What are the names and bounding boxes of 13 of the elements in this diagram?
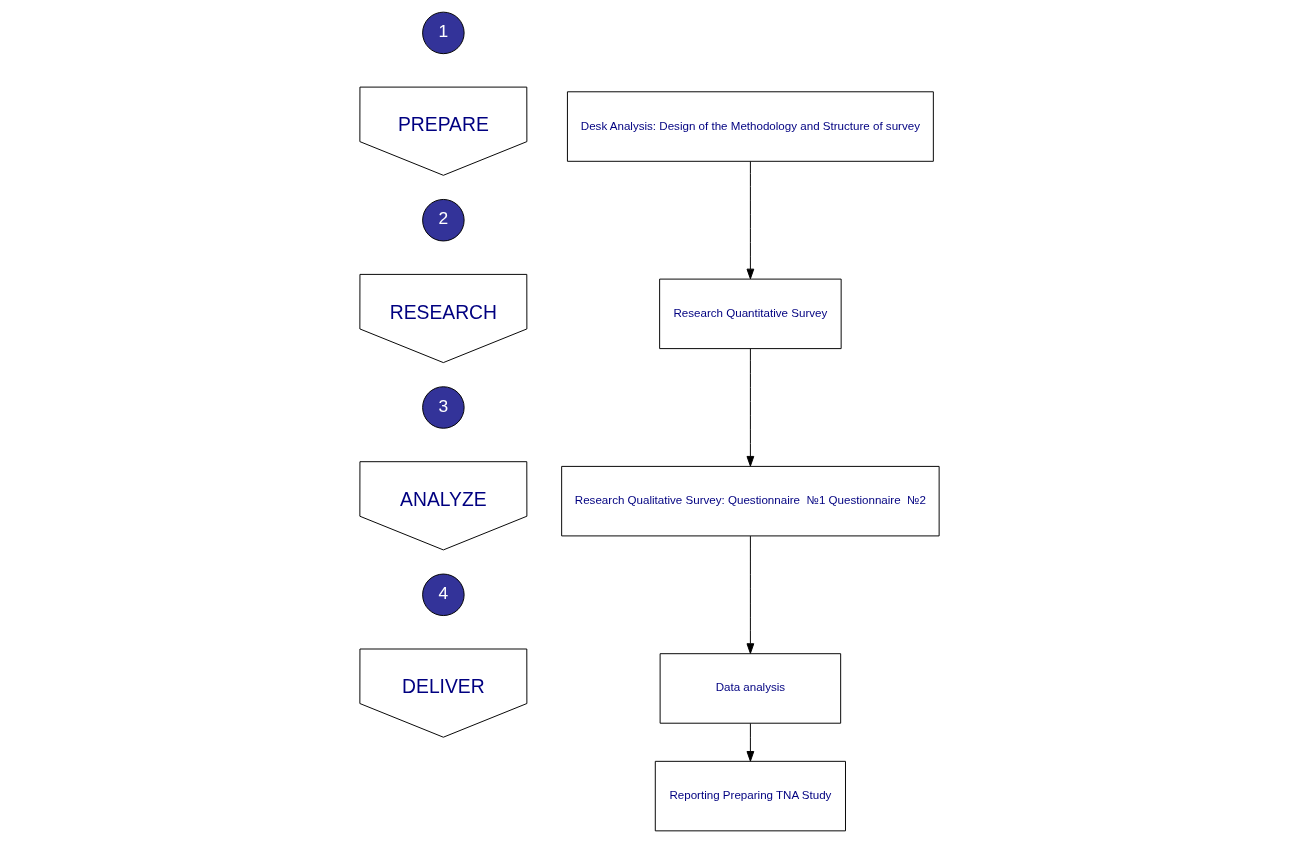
node-circle: 3 (421, 386, 465, 429)
node-box: Data analysis (659, 653, 841, 724)
node-circle: 2 (421, 198, 465, 242)
arrow (746, 161, 754, 280)
node-circle: 4 (421, 573, 465, 617)
node-circle: 1 (421, 11, 465, 55)
arrow (746, 722, 754, 762)
arrow (746, 348, 754, 467)
arrow (746, 535, 754, 654)
node-box: Desk Analysis: Design of the Methodology and Structure of survey (566, 91, 934, 162)
node-box: Research Qualitative Survey: Questionnaire №1 Questionnaire №2 (560, 465, 940, 537)
node-box: Research Quantitative Survey (658, 278, 842, 350)
node-box: Reporting Preparing TNA Study (654, 760, 846, 832)
